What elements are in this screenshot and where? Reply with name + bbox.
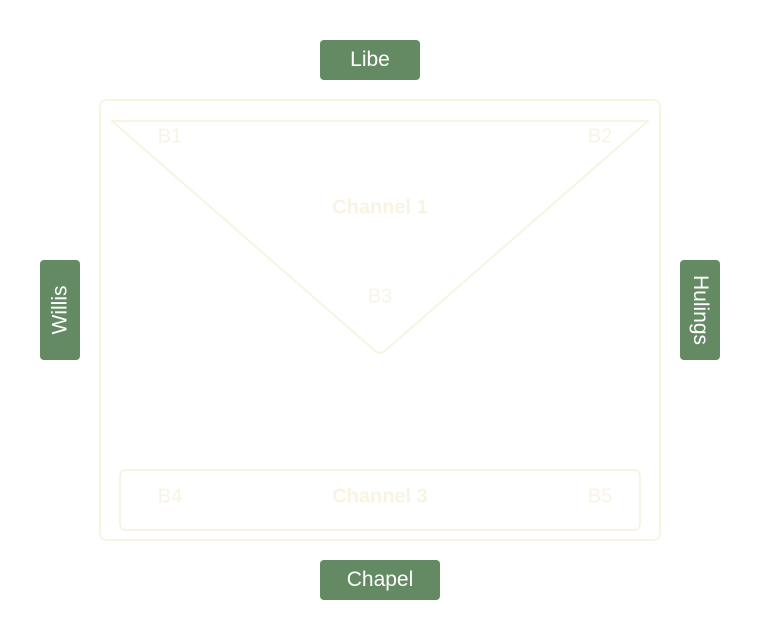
channel-3-box (119, 469, 641, 531)
building-b1-label: B1 (157, 125, 183, 148)
building-b2-label: B2 (587, 125, 613, 148)
room-libe-label: Libe (350, 48, 390, 71)
room-libe[interactable]: Libe (320, 40, 420, 80)
channel-3-label: Channel 3 (332, 485, 428, 508)
room-hulings-label: Hulings (689, 274, 713, 346)
channel-1-triangle (111, 120, 649, 354)
building-b4-label: B4 (157, 485, 183, 508)
building-b3-label: B3 (367, 285, 393, 308)
room-willis-label: Willis (48, 285, 72, 335)
outer-boundary (99, 99, 661, 541)
room-hulings[interactable]: Hulings (680, 260, 720, 360)
building-b5-label: B5 (587, 485, 613, 508)
channel-1-label: Channel 1 (332, 196, 428, 219)
room-chapel-label: Chapel (346, 568, 414, 591)
room-willis[interactable]: Willis (40, 260, 80, 360)
room-chapel[interactable]: Chapel (320, 560, 440, 600)
